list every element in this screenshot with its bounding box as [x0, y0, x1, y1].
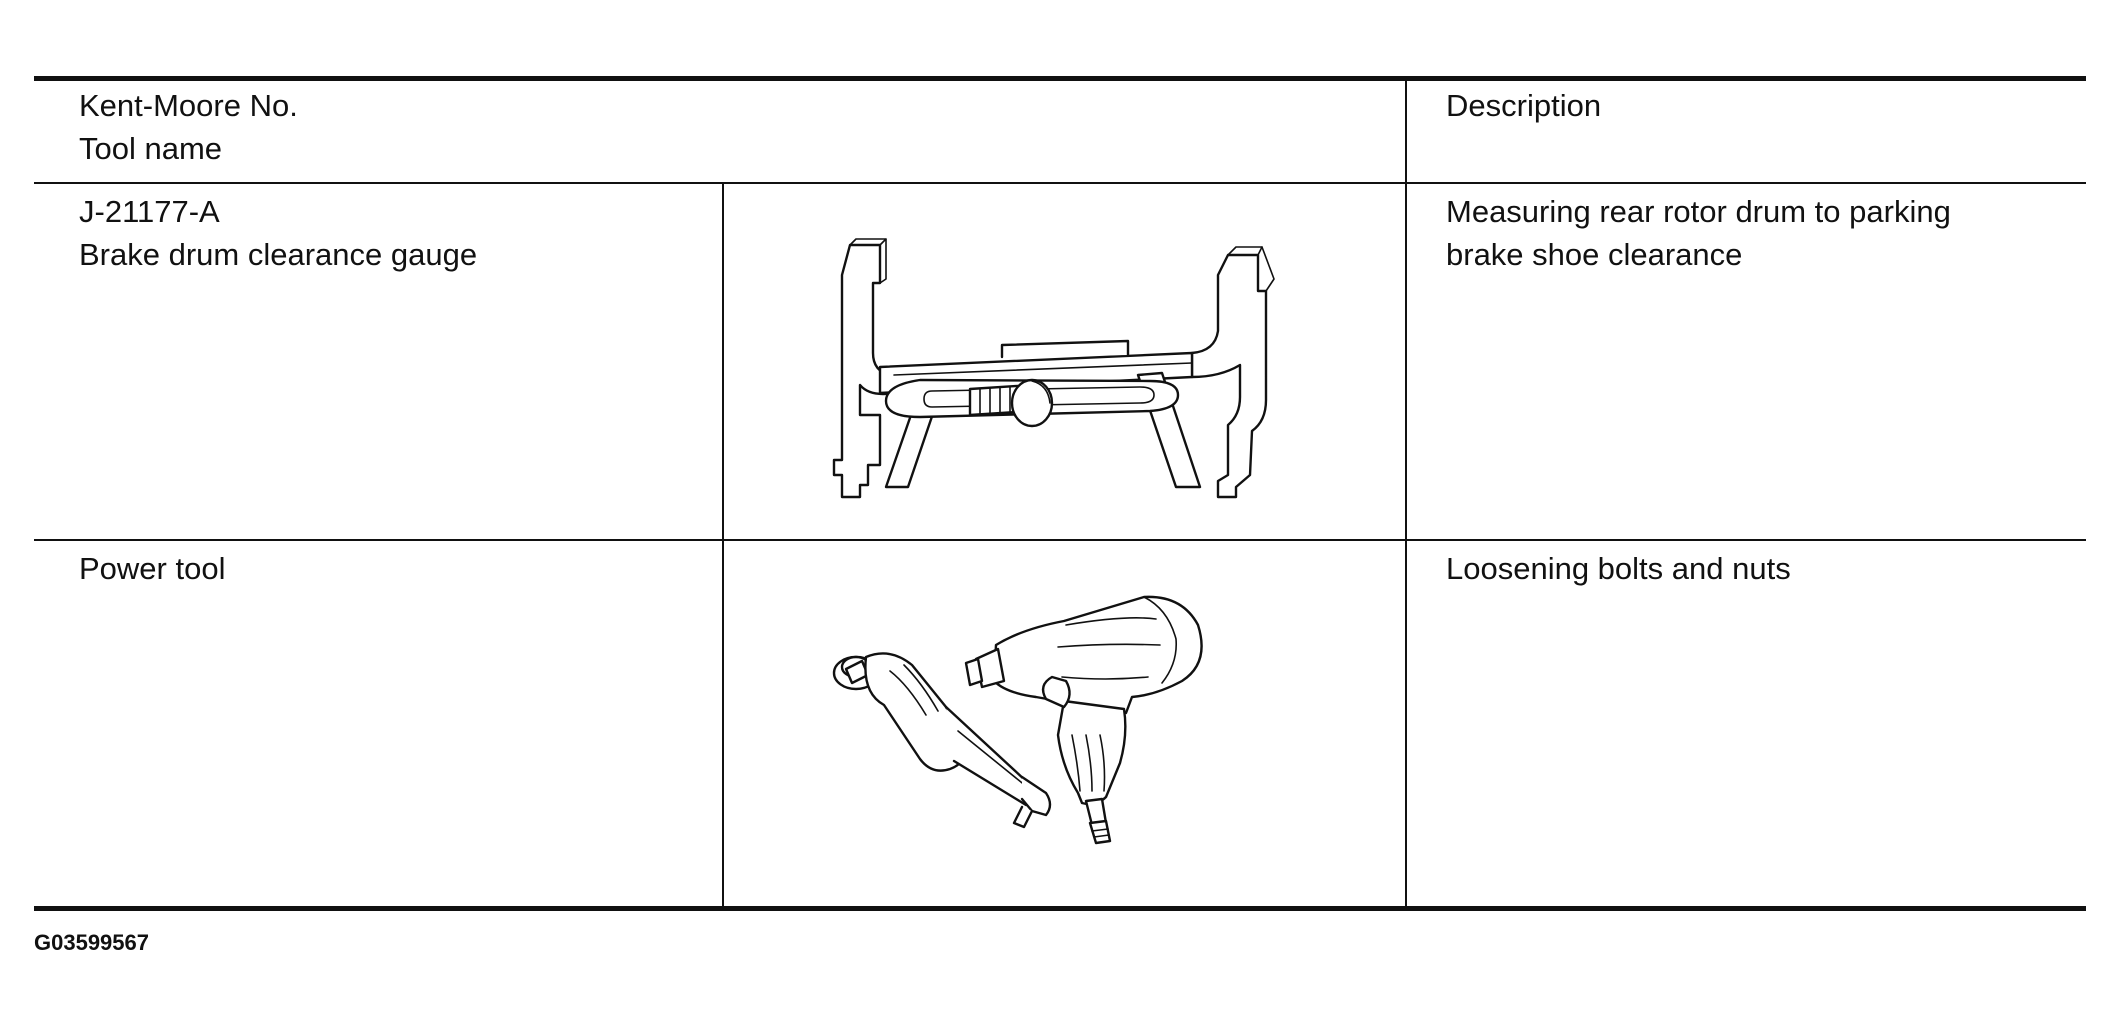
table-row-2-description: Loosening bolts and nuts [1446, 547, 1791, 590]
column-divider-illustration [722, 183, 724, 907]
table-bottom-rule [34, 906, 2086, 911]
header-description: Description [1446, 88, 1602, 123]
description-line-2: brake shoe clearance [1446, 237, 1743, 272]
header-divider [34, 182, 2086, 184]
header-tool-name: Tool name [79, 131, 223, 166]
table-row-1-description: Measuring rear rotor drum to parking bra… [1446, 190, 1951, 276]
description-line-1: Measuring rear rotor drum to parking [1446, 194, 1951, 229]
tool-name: Power tool [79, 551, 226, 586]
table-top-rule [34, 76, 2086, 81]
header-kent-moore-no: Kent-Moore No. [79, 88, 298, 123]
header-tool-column: Kent-Moore No. Tool name [79, 84, 298, 170]
description-line-1: Loosening bolts and nuts [1446, 551, 1791, 586]
tool-name: Brake drum clearance gauge [79, 237, 478, 272]
table-row-1-tool: J-21177-A Brake drum clearance gauge [79, 190, 477, 276]
table-row-2-tool: Power tool [79, 547, 225, 590]
column-divider-description [1405, 80, 1407, 907]
power-tool-icon [826, 585, 1266, 855]
brake-drum-clearance-gauge-icon [820, 235, 1300, 505]
figure-code: G03599567 [34, 930, 149, 955]
row-divider [34, 539, 2086, 541]
tool-number: J-21177-A [79, 194, 220, 229]
